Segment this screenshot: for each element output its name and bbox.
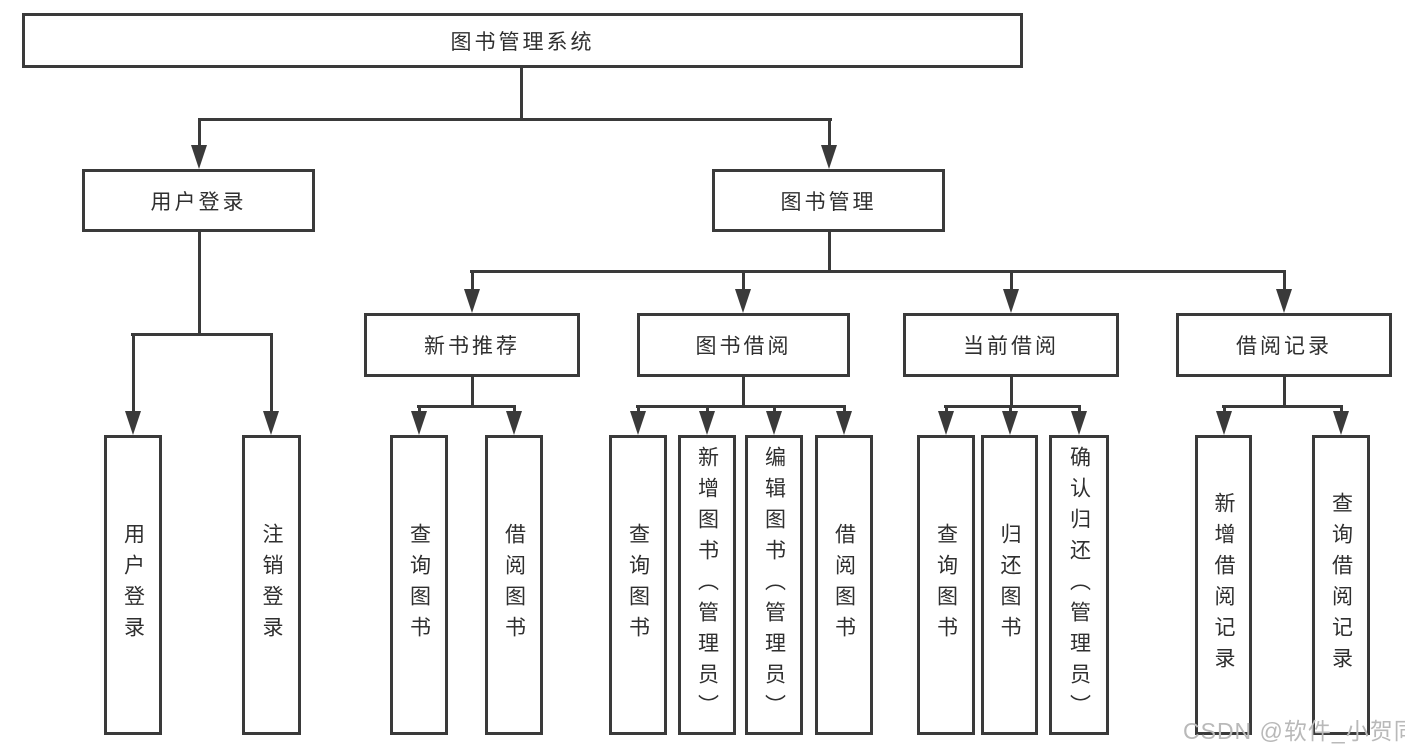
leaf-borrow-books-recommend: 借阅图书: [485, 435, 543, 735]
arrowhead-down-icon: [821, 145, 837, 169]
arrowhead-down-icon: [506, 411, 522, 435]
edge-book-borrowing-stub: [742, 377, 745, 408]
edge-leaf: [1340, 405, 1343, 415]
arrowhead-down-icon: [1333, 411, 1349, 435]
arrowhead-down-icon: [735, 289, 751, 313]
edge-root-split: [198, 118, 832, 121]
edge-leaf: [513, 405, 516, 415]
arrowhead-down-icon: [1276, 289, 1292, 313]
leaf-logout: 注销登录: [242, 435, 301, 735]
arrowhead-down-icon: [191, 145, 207, 169]
edge-new-book-split: [417, 405, 516, 408]
leaf-user-login: 用户登录: [104, 435, 162, 735]
edge-leaf: [1078, 405, 1081, 415]
arrowhead-down-icon: [938, 411, 954, 435]
edge-user-login-stub: [198, 232, 201, 336]
leaf-add-borrow-record: 新增借阅记录: [1195, 435, 1252, 735]
arrowhead-down-icon: [464, 289, 480, 313]
edge-to-book-borrowing: [742, 270, 745, 292]
edge-leaf: [843, 405, 846, 415]
arrowhead-down-icon: [1071, 411, 1087, 435]
edge-leaf: [1009, 405, 1012, 415]
leaf-confirm-return-admin: 确认归还（管理员）: [1049, 435, 1109, 735]
arrowhead-down-icon: [1003, 289, 1019, 313]
edge-leaf: [1223, 405, 1226, 415]
node-root: 图书管理系统: [22, 13, 1023, 68]
arrowhead-down-icon: [836, 411, 852, 435]
edge-current-borrowing-stub: [1010, 377, 1013, 408]
arrowhead-down-icon: [1216, 411, 1232, 435]
leaf-borrow-books-borrowing: 借阅图书: [815, 435, 873, 735]
leaf-query-books-current: 查询图书: [917, 435, 975, 735]
edge-leaf: [773, 405, 776, 415]
edge-leaf: [945, 405, 948, 415]
edge-leaf: [706, 405, 709, 415]
node-user-login: 用户登录: [82, 169, 315, 232]
edge-to-current-borrowing: [1010, 270, 1013, 292]
edge-leaf: [418, 405, 421, 415]
edge-new-book-stub: [471, 377, 474, 408]
edge-user-login-split: [131, 333, 273, 336]
edge-book-management-stub: [828, 232, 831, 273]
edge-book-borrowing-split: [636, 405, 846, 408]
leaf-query-books-recommend: 查询图书: [390, 435, 448, 735]
arrowhead-down-icon: [766, 411, 782, 435]
arrowhead-down-icon: [125, 411, 141, 435]
edge-to-user-login: [198, 118, 201, 150]
node-book-borrowing: 图书借阅: [637, 313, 850, 377]
edge-to-leaf-user-login: [132, 333, 135, 413]
edge-borrowing-records-stub: [1283, 377, 1286, 408]
leaf-query-books-borrowing: 查询图书: [609, 435, 667, 735]
arrowhead-down-icon: [630, 411, 646, 435]
edge-to-borrowing-records: [1283, 270, 1286, 292]
edge-level3-split: [470, 270, 1286, 273]
node-new-book-recommendation: 新书推荐: [364, 313, 580, 377]
leaf-add-book-admin: 新增图书（管理员）: [678, 435, 736, 735]
watermark-text: CSDN @软件_小贺同学: [1183, 718, 1405, 744]
edge-to-book-management: [828, 118, 831, 150]
edge-leaf: [637, 405, 640, 415]
edge-to-new-book: [471, 270, 474, 292]
edge-to-leaf-logout: [270, 333, 273, 413]
arrowhead-down-icon: [1002, 411, 1018, 435]
node-book-management: 图书管理: [712, 169, 945, 232]
arrowhead-down-icon: [263, 411, 279, 435]
edge-current-borrowing-split: [944, 405, 1081, 408]
edge-borrowing-records-split: [1222, 405, 1343, 408]
node-current-borrowing: 当前借阅: [903, 313, 1119, 377]
leaf-query-borrow-record: 查询借阅记录: [1312, 435, 1370, 735]
leaf-return-books: 归还图书: [981, 435, 1038, 735]
edge-root-stub: [520, 68, 523, 120]
leaf-edit-book-admin: 编辑图书（管理员）: [745, 435, 803, 735]
node-borrowing-records: 借阅记录: [1176, 313, 1392, 377]
arrowhead-down-icon: [411, 411, 427, 435]
arrowhead-down-icon: [699, 411, 715, 435]
